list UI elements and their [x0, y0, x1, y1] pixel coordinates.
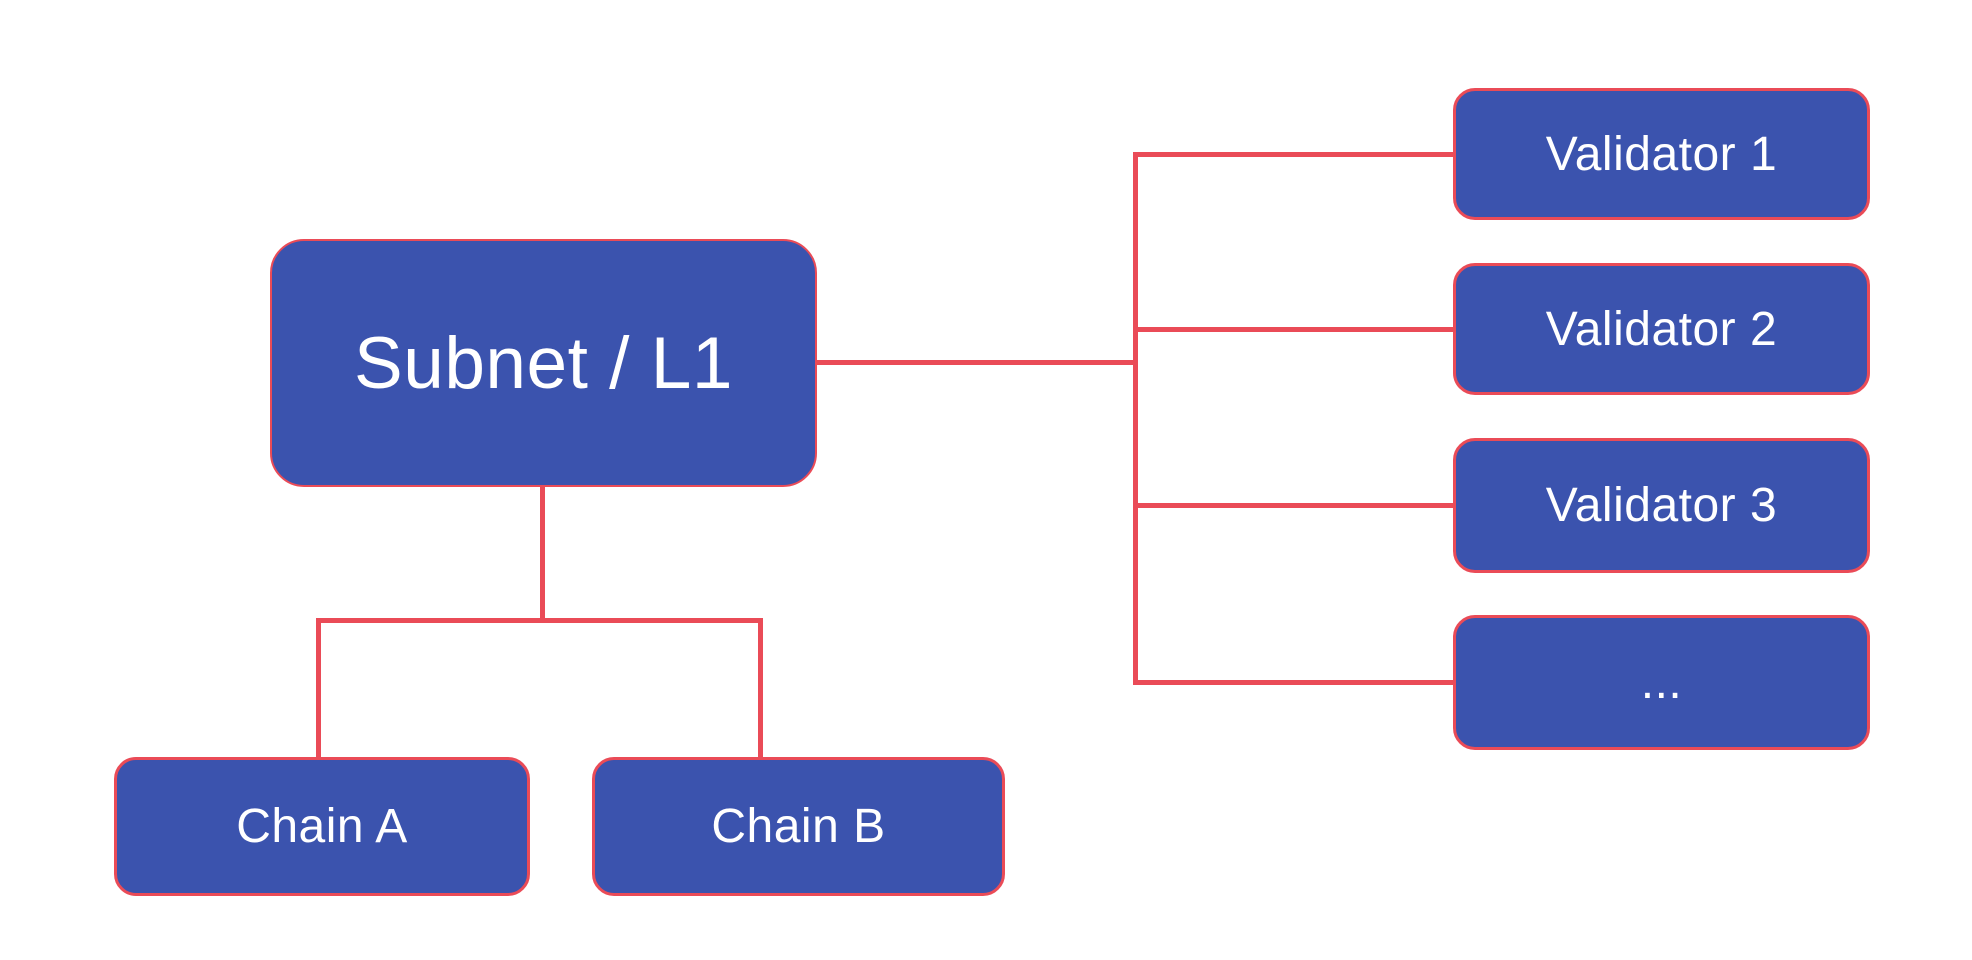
node-validator-2-label: Validator 2: [1545, 302, 1778, 356]
edge-drop-chain-a: [316, 618, 321, 757]
edge-chains-crossbar: [316, 618, 763, 623]
node-chain-a-label: Chain A: [236, 800, 408, 853]
node-validator-1: Validator 1: [1453, 88, 1870, 220]
node-chain-b: Chain B: [592, 757, 1005, 896]
edge-validators-trunk: [1133, 152, 1138, 685]
node-subnet-l1-label: Subnet / L1: [354, 322, 733, 404]
node-subnet-l1: Subnet / L1: [270, 239, 817, 487]
edge-branch-validator-more: [1133, 680, 1453, 685]
node-chain-b-label: Chain B: [711, 800, 886, 853]
node-chain-a: Chain A: [114, 757, 530, 896]
edge-drop-chain-b: [758, 618, 763, 757]
node-validator-more: ...: [1453, 615, 1870, 750]
edge-branch-validator-3: [1133, 503, 1453, 508]
node-validator-3-label: Validator 3: [1545, 479, 1778, 532]
node-validator-more-label: ...: [1640, 656, 1683, 709]
edge-branch-validator-1: [1133, 152, 1453, 157]
edge-branch-validator-2: [1133, 327, 1453, 332]
edge-subnet-to-chains-trunk: [540, 487, 545, 623]
node-validator-1-label: Validator 1: [1545, 127, 1778, 181]
edge-subnet-to-validators-trunk: [815, 360, 1138, 365]
node-validator-2: Validator 2: [1453, 263, 1870, 395]
node-validator-3: Validator 3: [1453, 438, 1870, 573]
